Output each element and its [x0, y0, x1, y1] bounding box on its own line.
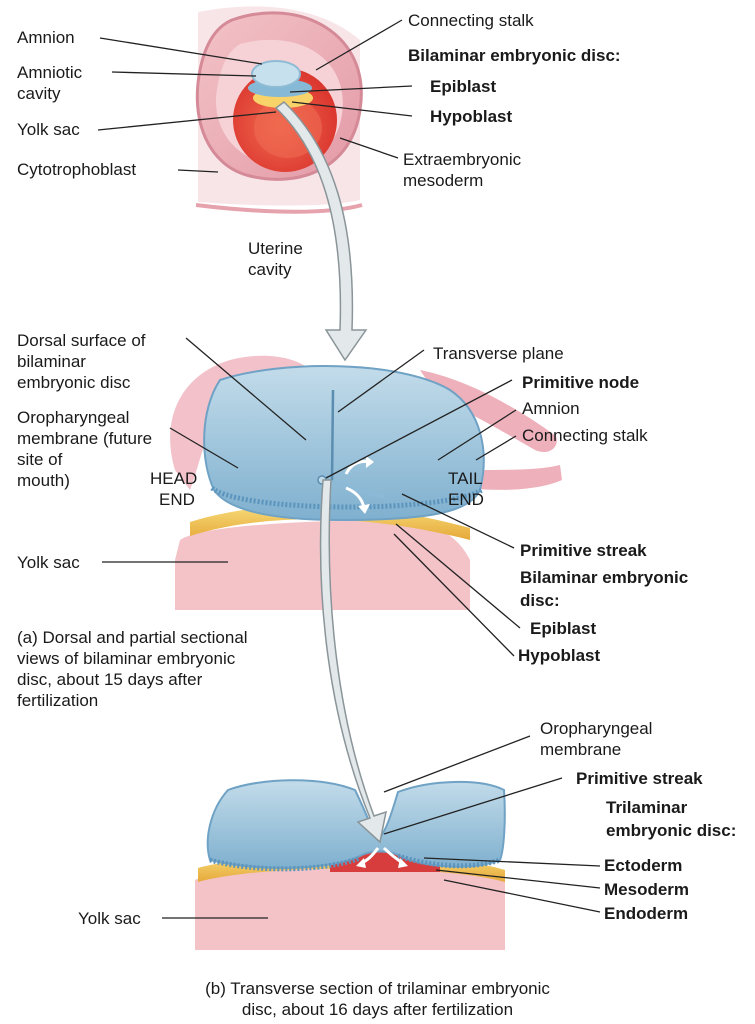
label-oropharyngeal-mid-line1: Oropharyngeal	[17, 407, 129, 428]
label-mesoderm: Mesoderm	[604, 879, 689, 900]
label-extraembryonic-line2: mesoderm	[403, 170, 483, 191]
label-trilaminar-line1: Trilaminar	[606, 797, 687, 818]
caption-a-line4: fertilization	[17, 690, 98, 711]
label-amnion-mid: Amnion	[522, 398, 580, 419]
label-hypoblast-mid: Hypoblast	[518, 645, 600, 666]
label-connecting-stalk-mid: Connecting stalk	[522, 425, 648, 446]
label-epiblast-top: Epiblast	[430, 76, 496, 97]
label-hypoblast-top: Hypoblast	[430, 106, 512, 127]
label-uterine-cavity-line1: Uterine	[248, 238, 303, 259]
label-amnion-top: Amnion	[17, 27, 75, 48]
ectoderm-bottom	[208, 780, 505, 868]
label-primitive-streak-mid: Primitive streak	[520, 540, 647, 561]
bottom-trilaminar-illustration	[195, 780, 505, 950]
caption-a-line1: (a) Dorsal and partial sectional	[17, 627, 248, 648]
label-extraembryonic-line1: Extraembryonic	[403, 149, 521, 170]
label-trilaminar-line2: embryonic disc:	[606, 820, 736, 841]
label-bilaminar-mid-line2: disc:	[520, 590, 560, 611]
label-tail-end-line1: TAIL	[448, 468, 483, 489]
label-oropharyngeal-mid-line4: mouth)	[17, 470, 70, 491]
yolk-sac-bottom	[195, 864, 505, 951]
label-ectoderm: Ectoderm	[604, 855, 682, 876]
label-tail-end-line2: END	[448, 489, 484, 510]
label-amniotic-cavity-line1: Amniotic	[17, 62, 82, 83]
label-bilaminar-mid-line1: Bilaminar embryonic	[520, 567, 688, 588]
label-endoderm: Endoderm	[604, 903, 688, 924]
label-dorsal-line1: Dorsal surface of	[17, 330, 146, 351]
label-yolk-sac-top: Yolk sac	[17, 119, 80, 140]
label-head-end-line2: END	[159, 489, 195, 510]
label-oropharyngeal-mid-line2: membrane (future	[17, 428, 152, 449]
label-amniotic-cavity-line2: cavity	[17, 83, 60, 104]
label-yolk-sac-mid: Yolk sac	[17, 552, 80, 573]
label-head-end-line1: HEAD	[150, 468, 197, 489]
caption-b-line1: (b) Transverse section of trilaminar emb…	[0, 978, 755, 999]
label-primitive-streak-bottom: Primitive streak	[576, 768, 703, 789]
label-yolk-sac-bottom: Yolk sac	[78, 908, 141, 929]
label-bilaminar-heading-top: Bilaminar embryonic disc:	[408, 45, 621, 66]
label-dorsal-line2: bilaminar	[17, 351, 86, 372]
label-uterine-cavity-line2: cavity	[248, 259, 291, 280]
label-oropharyngeal-bottom-line2: membrane	[540, 739, 621, 760]
label-oropharyngeal-bottom-line1: Oropharyngeal	[540, 718, 652, 739]
amniotic-cavity-top	[252, 61, 300, 87]
label-transverse-plane: Transverse plane	[433, 343, 564, 364]
label-dorsal-line3: embryonic disc	[17, 372, 130, 393]
transverse-plane-line	[332, 390, 333, 482]
label-connecting-stalk-top: Connecting stalk	[408, 10, 534, 31]
label-oropharyngeal-mid-line3: site of	[17, 449, 62, 470]
caption-b-line2: disc, about 16 days after fertilization	[0, 999, 755, 1020]
label-epiblast-mid: Epiblast	[530, 618, 596, 639]
label-primitive-node: Primitive node	[522, 372, 639, 393]
caption-a-line2: views of bilaminar embryonic	[17, 648, 235, 669]
middle-bilaminar-illustration	[170, 356, 562, 610]
caption-a-line3: disc, about 15 days after	[17, 669, 202, 690]
label-cytotrophoblast: Cytotrophoblast	[17, 159, 136, 180]
